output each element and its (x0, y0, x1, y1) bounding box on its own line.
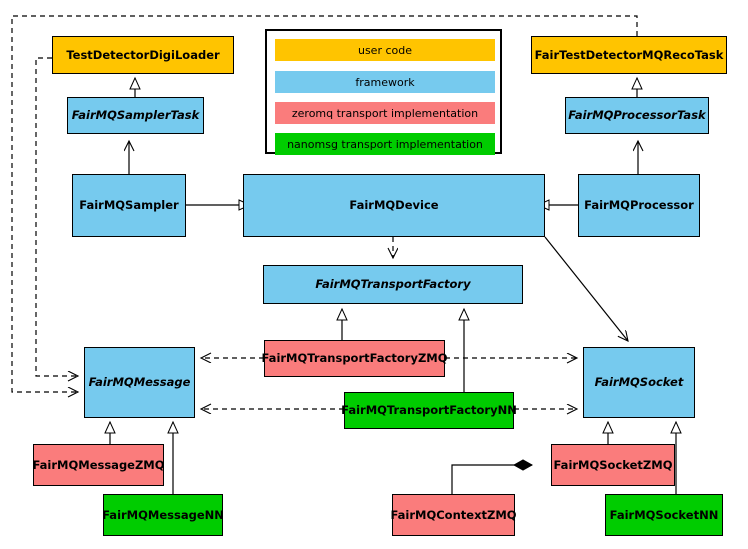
class-label: FairMQSamplerTask (71, 108, 200, 123)
class-node-fair-test-detector-mq-reco-task[interactable]: FairTestDetectorMQRecoTask (531, 36, 727, 74)
class-node-fair-mq-message-zmq[interactable]: FairMQMessageZMQ (32, 444, 165, 486)
class-node-fair-mq-message-nn[interactable]: FairMQMessageNN (102, 494, 224, 536)
legend-item-framework: framework (275, 71, 495, 93)
class-node-fair-mq-sampler[interactable]: FairMQSampler (72, 174, 186, 237)
legend-item-user-code: user code (275, 39, 495, 61)
class-node-fair-mq-socket-zmq[interactable]: FairMQSocketZMQ (551, 444, 675, 486)
legend-item-zeromq: zeromq transport implementation (275, 102, 495, 124)
class-label: FairMQContextZMQ (390, 507, 517, 522)
class-label: FairTestDetectorMQRecoTask (534, 47, 724, 62)
class-label: FairMQTransportFactory (315, 277, 471, 292)
class-node-fair-mq-processor[interactable]: FairMQProcessor (578, 174, 700, 237)
edge-composition-contextzmq-socketzmq (451, 465, 532, 494)
class-label: FairMQDevice (349, 198, 439, 213)
class-node-fair-mq-transport-factory-nn[interactable]: FairMQTransportFactoryNN (341, 392, 517, 429)
edge-association-device-socket (544, 236, 628, 341)
class-node-fair-mq-sampler-task[interactable]: FairMQSamplerTask (67, 97, 204, 134)
class-node-fair-mq-context-zmq[interactable]: FairMQContextZMQ (390, 494, 517, 536)
class-node-fair-mq-transport-factory[interactable]: FairMQTransportFactory (263, 265, 523, 304)
class-node-fair-mq-socket[interactable]: FairMQSocket (583, 347, 695, 418)
edge-dependency-digiloader-message (35, 57, 78, 376)
class-label: FairMQMessage (88, 375, 191, 390)
class-label: FairMQSocketZMQ (553, 457, 673, 472)
class-node-fair-mq-socket-nn[interactable]: FairMQSocketNN (605, 494, 723, 536)
legend-label-nanomsg: nanomsg transport implementation (287, 137, 483, 151)
edge-dependency-recotask-message (11, 15, 638, 392)
class-node-test-detector-digi-loader[interactable]: TestDetectorDigiLoader (52, 36, 234, 74)
legend-item-nanomsg: nanomsg transport implementation (275, 133, 495, 155)
class-label: FairMQSampler (79, 198, 179, 213)
legend-label-framework: framework (355, 75, 415, 89)
color-legend: user code framework zeromq transport imp… (265, 29, 502, 155)
class-label: FairMQTransportFactoryZMQ (261, 351, 448, 366)
class-node-fair-mq-processor-task[interactable]: FairMQProcessorTask (565, 97, 709, 134)
class-label: FairMQSocketNN (609, 507, 719, 522)
class-node-fair-mq-device[interactable]: FairMQDevice (243, 174, 545, 237)
class-label: FairMQSocket (594, 375, 684, 390)
class-node-fair-mq-transport-factory-zmq[interactable]: FairMQTransportFactoryZMQ (261, 340, 448, 377)
class-label: FairMQMessageZMQ (32, 457, 165, 472)
class-label: FairMQProcessor (584, 198, 694, 213)
class-label: FairMQMessageNN (102, 507, 224, 522)
class-label: TestDetectorDigiLoader (66, 47, 220, 62)
legend-label-user-code: user code (357, 43, 413, 57)
class-label: FairMQTransportFactoryNN (341, 403, 517, 418)
legend-label-zeromq: zeromq transport implementation (291, 106, 479, 120)
class-node-fair-mq-message[interactable]: FairMQMessage (84, 347, 195, 418)
class-label: FairMQProcessorTask (568, 108, 706, 123)
